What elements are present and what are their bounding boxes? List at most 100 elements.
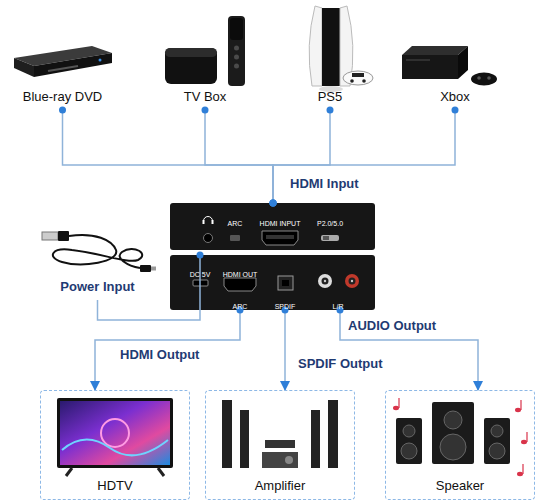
output-device-box: Amplifier	[205, 390, 355, 500]
rca-pin	[324, 280, 326, 282]
junction-dot	[452, 107, 459, 114]
headphone-icon	[204, 217, 213, 222]
junction-dot	[202, 107, 209, 114]
power-cable: Power Input	[40, 225, 155, 300]
device-name: TV Box	[184, 89, 227, 104]
controller-stick	[350, 79, 354, 83]
music-note	[398, 398, 399, 408]
controller	[343, 71, 373, 85]
junction-dot	[270, 200, 277, 207]
port-label: ARC	[233, 303, 248, 311]
junction-dot	[270, 200, 277, 207]
signal-connector	[273, 110, 455, 203]
music-note	[521, 440, 527, 444]
source-device: Blue-ray DVD	[5, 28, 120, 110]
speaker-cone	[444, 411, 462, 429]
remote-body	[228, 16, 245, 86]
rca-red	[345, 274, 359, 288]
remote-touchpad	[230, 18, 243, 40]
remote-button	[234, 55, 239, 60]
tower-speaker	[311, 410, 320, 468]
port-label: DC 5V	[190, 271, 211, 279]
music-note	[526, 432, 527, 442]
rca-pin	[351, 280, 353, 282]
source-device: PS5	[280, 0, 380, 110]
controller-stick	[362, 79, 366, 83]
bus-label: HDMI Input	[288, 176, 361, 191]
speaker-cone	[489, 443, 505, 459]
amplifier-unit	[262, 452, 298, 468]
console-panel	[309, 6, 322, 86]
satellite-speaker	[484, 418, 510, 464]
xbox-front	[402, 55, 458, 79]
signal-connector	[63, 110, 274, 203]
cable	[53, 235, 142, 268]
tower-speaker	[328, 400, 338, 468]
tv-frame	[57, 398, 173, 468]
rca-white	[318, 274, 332, 288]
tv-box-top	[165, 48, 217, 57]
center-speaker	[265, 440, 295, 448]
disc-slot	[406, 59, 430, 61]
port-label: P2.0/5.0	[317, 220, 343, 228]
port-label: HDMI INPUT	[260, 220, 301, 228]
speaker-cone	[403, 425, 415, 437]
signal-connector	[95, 310, 240, 390]
speaker-cone	[491, 425, 503, 437]
usb-plug	[42, 232, 58, 240]
controller-pad	[352, 73, 364, 77]
rca-hole	[322, 278, 329, 285]
headphone-icon	[203, 220, 205, 224]
power-led	[99, 59, 102, 62]
extractor-front-panel: ARC HDMI INPUT P2.0/5.0	[170, 203, 375, 250]
source-device: TV Box	[160, 10, 250, 110]
port-label: HDMI OUT	[223, 271, 258, 279]
junction-dot	[270, 200, 277, 207]
switch-knob	[323, 236, 329, 240]
junction-dot	[197, 252, 204, 259]
optical-port	[278, 276, 293, 290]
device-name: Xbox	[440, 89, 470, 104]
headphone-jack	[204, 234, 213, 243]
tv-foot	[158, 468, 164, 476]
controller-stick	[477, 76, 481, 80]
tower-speaker	[222, 400, 232, 468]
tv-foot	[66, 468, 72, 476]
hdmi-port	[262, 231, 298, 245]
headphone-icon	[212, 220, 214, 224]
device-name: Speaker	[436, 478, 484, 493]
screen-art	[101, 419, 129, 447]
tv-screen	[60, 401, 170, 465]
tower-speaker	[240, 410, 249, 468]
tv-box-body	[165, 48, 217, 84]
remote-button	[234, 64, 239, 69]
subwoofer	[432, 402, 474, 464]
output-device-box: HDTV	[40, 390, 190, 500]
disc-tray	[48, 66, 78, 71]
console-core	[322, 8, 340, 86]
junction-dot	[59, 107, 66, 114]
signal-connector	[205, 110, 273, 203]
edge-label: HDMI Output	[118, 347, 201, 362]
music-note	[520, 400, 521, 410]
speaker-cone	[401, 443, 417, 459]
player-side	[14, 58, 34, 77]
output-device-box: Speaker	[385, 390, 535, 500]
power-label: Power Input	[60, 279, 134, 294]
signal-connector	[284, 310, 286, 390]
remote-button	[234, 46, 239, 51]
device-name: HDTV	[97, 478, 132, 493]
micro-plug-body	[140, 265, 151, 272]
screen-art	[62, 439, 168, 455]
device-name: Blue-ray DVD	[23, 89, 102, 104]
extractor-front	[170, 203, 375, 250]
port-label: ARC	[228, 220, 243, 228]
signal-connector	[340, 310, 478, 390]
arc-button	[230, 235, 240, 241]
rca-hole	[349, 278, 356, 285]
speaker-cone	[440, 434, 466, 460]
edge-label: SPDIF Output	[296, 356, 385, 371]
usb-plug-body	[58, 231, 69, 241]
volume-knob	[285, 456, 293, 464]
source-device: Xbox	[395, 28, 515, 110]
